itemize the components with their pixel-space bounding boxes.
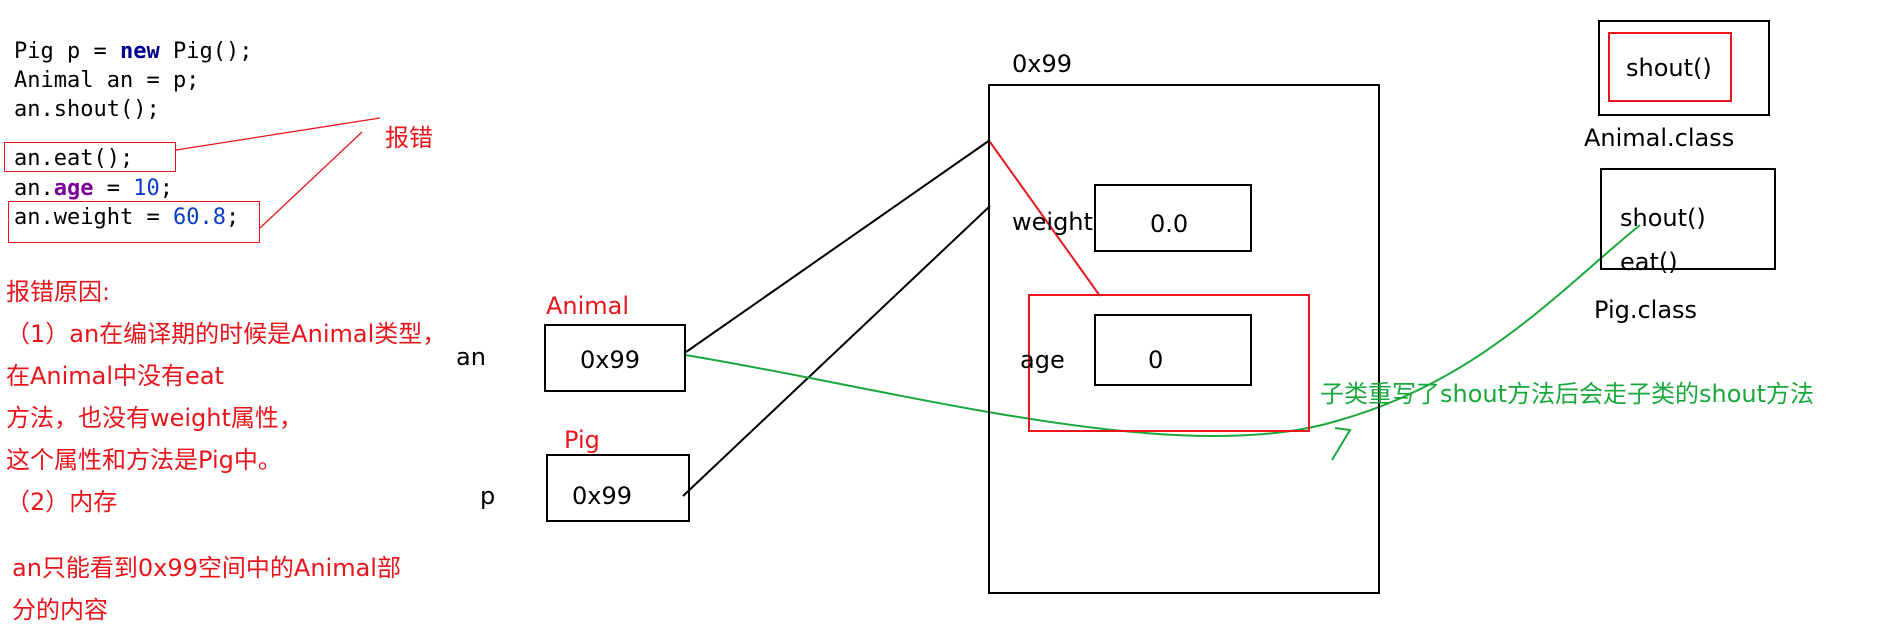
override-arrowhead bbox=[1331, 427, 1352, 461]
heap-object bbox=[988, 84, 1380, 594]
pig-eat-method: eat() bbox=[1620, 248, 1678, 276]
pig-class-box: shout() eat() bbox=[1600, 168, 1776, 276]
animal-part-highlight bbox=[1028, 294, 1310, 432]
override-note: 子类重写了shout方法后会走子类的shout方法 bbox=[1320, 380, 1815, 408]
an-value: 0x99 bbox=[580, 346, 641, 374]
code-line-6: an.weight = 60.8; bbox=[14, 205, 240, 230]
code-line-1: Pig p = new Pig(); bbox=[14, 39, 253, 64]
an-type-label: Animal bbox=[546, 292, 630, 320]
error-pointer-weight bbox=[259, 131, 363, 229]
an-stack-cell: 0x99 bbox=[544, 324, 686, 392]
pig-shout-method: shout() bbox=[1620, 204, 1706, 232]
p-reference-line bbox=[682, 205, 991, 497]
reason-item1-line2: 在Animal中没有eat bbox=[6, 362, 224, 390]
age-value: 0 bbox=[1148, 346, 1164, 374]
animal-class-box bbox=[1598, 20, 1770, 116]
eat-error-highlight bbox=[4, 142, 176, 172]
reason-note-line1: an只能看到0x99空间中的Animal部 bbox=[12, 554, 401, 582]
animal-part-line bbox=[989, 141, 1101, 297]
code-line-3: an.shout(); bbox=[14, 97, 160, 122]
p-type-label: Pig bbox=[564, 426, 600, 454]
weight-cell: 0.0 bbox=[1094, 184, 1252, 252]
heap-address: 0x99 bbox=[1012, 50, 1073, 78]
an-reference-line bbox=[685, 139, 991, 353]
an-var-label: an bbox=[456, 343, 486, 371]
weight-label: weight bbox=[1012, 208, 1093, 236]
weight-value: 0.0 bbox=[1150, 210, 1189, 238]
animal-shout-method: shout() bbox=[1626, 54, 1712, 82]
code-line-2: Animal an = p; bbox=[14, 68, 200, 93]
reason-item1-line3: 方法，也没有weight属性， bbox=[6, 404, 303, 432]
p-stack-cell: 0x99 bbox=[546, 454, 690, 522]
reason-item2: （2）内存 bbox=[6, 488, 118, 516]
code-line-4: an.eat(); bbox=[14, 146, 134, 171]
weight-error-highlight bbox=[8, 201, 260, 243]
p-var-label: p bbox=[480, 482, 496, 510]
animal-method-highlight: shout() bbox=[1608, 32, 1732, 102]
error-label: 报错 bbox=[385, 124, 433, 152]
p-value: 0x99 bbox=[572, 482, 633, 510]
age-label: age bbox=[1020, 346, 1065, 374]
age-cell: 0 bbox=[1094, 314, 1252, 386]
reason-note-line2: 分的内容 bbox=[12, 596, 108, 624]
pig-class-name: Pig.class bbox=[1594, 296, 1698, 324]
reason-item1-line1: （1）an在编译期的时候是Animal类型， bbox=[6, 320, 447, 348]
animal-class-name: Animal.class bbox=[1584, 124, 1735, 152]
code-line-5: an.age = 10; bbox=[14, 176, 173, 201]
reason-title: 报错原因: bbox=[6, 278, 111, 306]
error-pointer-eat bbox=[175, 117, 381, 151]
reason-item1-line4: 这个属性和方法是Pig中。 bbox=[6, 446, 282, 474]
